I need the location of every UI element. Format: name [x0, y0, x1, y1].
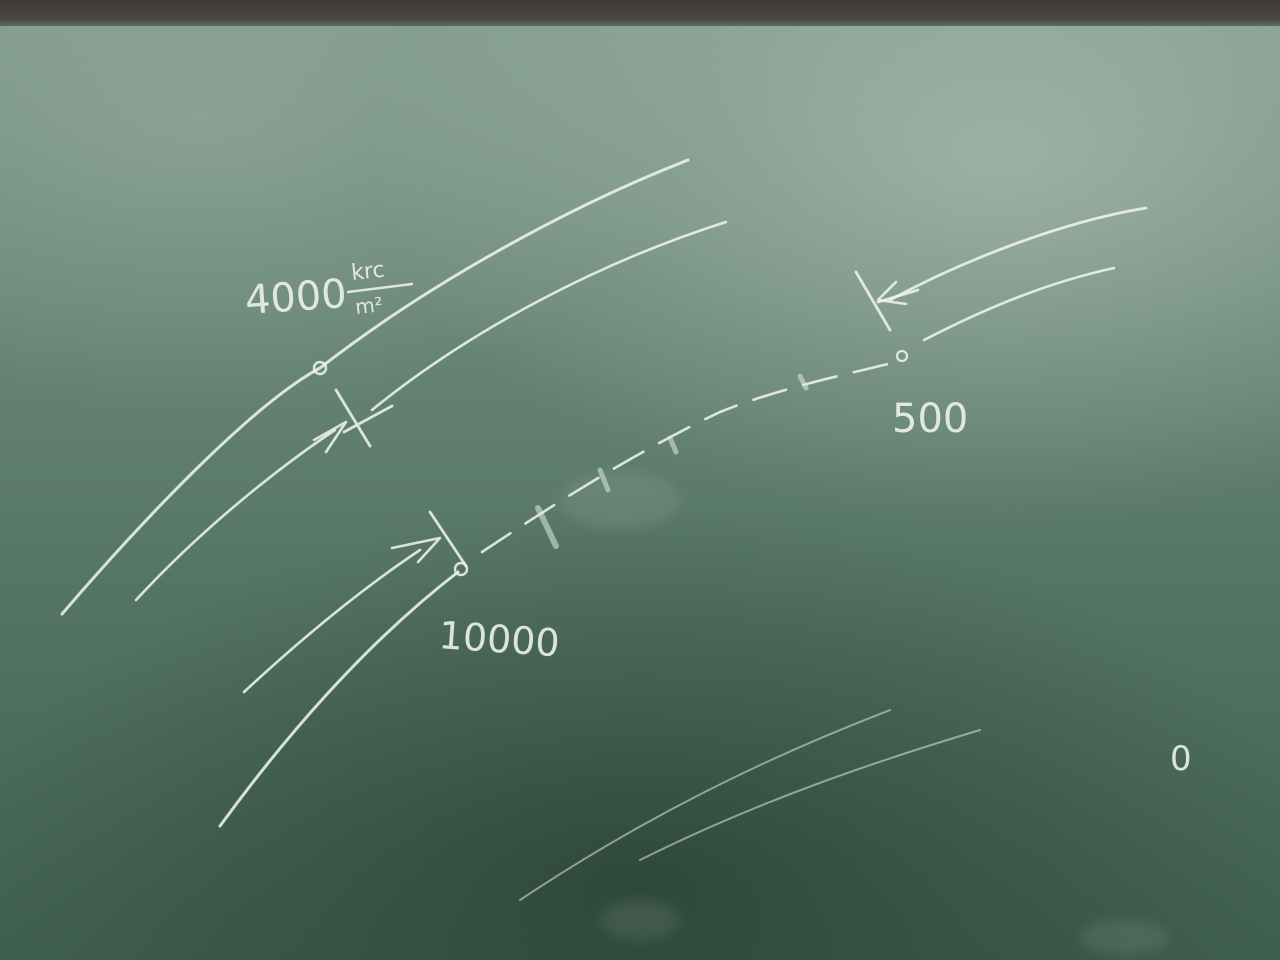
lower-outer-curve: [218, 570, 460, 828]
upper-inner-curve: [134, 428, 337, 602]
label-bottom-number: 10000: [437, 613, 561, 665]
upper-inner-curve-right: [370, 220, 728, 412]
chalk-smudge: [1080, 920, 1170, 955]
upper-cross-mark: [334, 388, 394, 448]
erased-streak: [639, 729, 981, 861]
upper-point-marker: [312, 360, 328, 376]
fraction-bar: [346, 282, 414, 294]
dashed-tick: [597, 467, 611, 493]
right-outer-curve: [888, 206, 1148, 302]
right-inner-curve: [922, 266, 1116, 342]
upper-arrow-head: [312, 420, 348, 454]
lower-inner-curve: [242, 548, 422, 694]
chalk-smudge: [600, 900, 680, 940]
label-top-number: 4000: [243, 271, 348, 324]
lower-cross-mark: [428, 510, 468, 568]
dashed-tick: [535, 505, 559, 549]
dashed-connecting-curve: [480, 360, 898, 554]
right-arrow-head: [876, 280, 908, 306]
dashed-tick: [797, 373, 809, 391]
label-unit-denominator: m²: [354, 292, 384, 319]
erased-streak: [519, 709, 891, 901]
label-right-number: 500: [892, 396, 968, 442]
dashed-tick: [667, 435, 679, 455]
right-point-marker: [895, 349, 909, 363]
upper-outer-curve: [60, 158, 690, 616]
board-frame-top: [0, 0, 1280, 26]
lower-point-marker: [453, 561, 469, 577]
label-corner-mark: 0: [1170, 739, 1192, 779]
lower-arrow-head: [390, 536, 442, 564]
chalk-smudge: [560, 470, 680, 530]
label-unit-numerator: krc: [350, 258, 386, 286]
